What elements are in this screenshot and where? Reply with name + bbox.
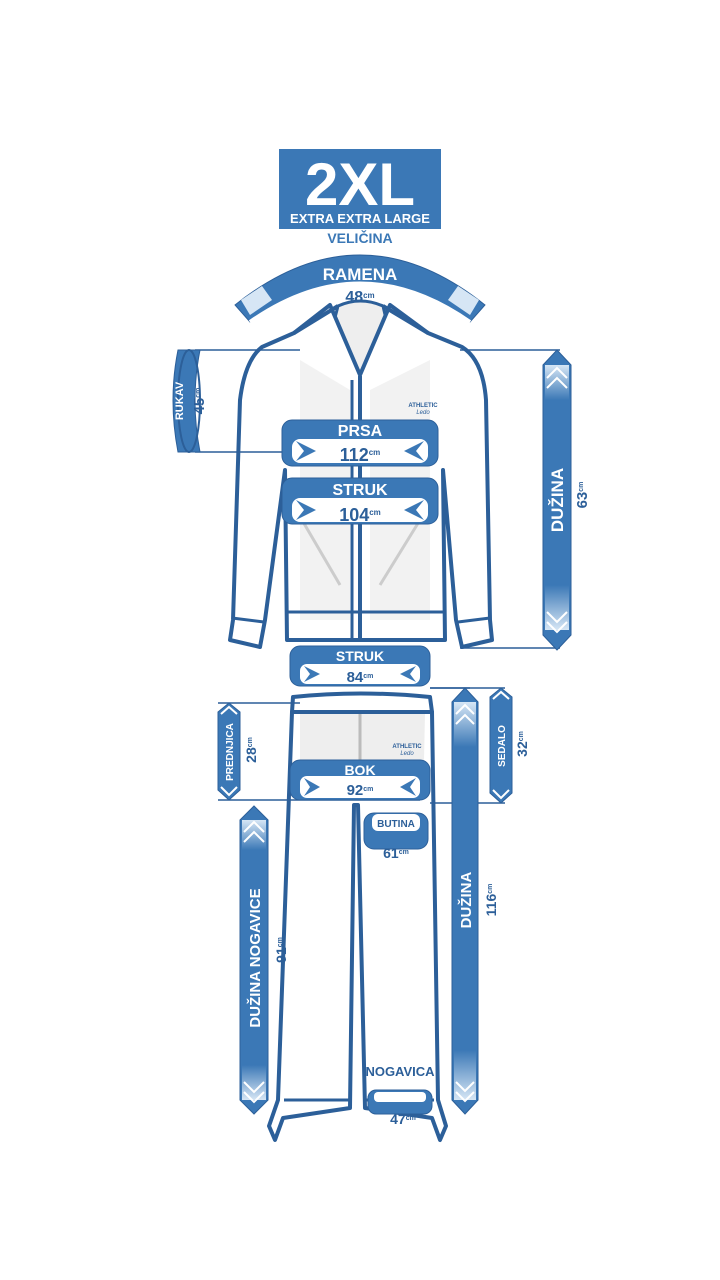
hip-label: BOK [344, 762, 375, 778]
back-rise-value: 32cm [514, 731, 530, 757]
pants-length-measure: DUŽINA 116cm [451, 687, 499, 1115]
sleeve-value: 45cm [191, 388, 208, 415]
front-rise-value: 28cm [243, 737, 259, 763]
brand-logo-pants-line1: ATHLETIC [392, 744, 422, 750]
pants-waist-measure: STRUK 84cm [289, 645, 431, 687]
shoulder-chevron-left [241, 286, 272, 315]
brand-logo-pants: ATHLETIC Ledo [392, 744, 422, 757]
inseam-value: 91cm [273, 937, 289, 963]
front-rise-label: PREDNJICA [225, 723, 236, 781]
shoulder-value: 48cm [345, 289, 374, 306]
thigh-label: BUTINA [377, 819, 415, 830]
chest-value: 112cm [340, 445, 381, 465]
leg-opening-measure: NOGAVICA 47cm [365, 1064, 435, 1127]
leg-opening-value: 47cm [390, 1111, 416, 1127]
pants-waist-label: STRUK [336, 648, 384, 664]
size-caption: VELIČINA [327, 229, 392, 246]
front-rise-measure: PREDNJICA 28cm [217, 702, 259, 801]
brand-logo-pants-line2: Ledo [400, 751, 414, 757]
sleeve-label: RUKAV [174, 381, 186, 420]
shoulder-chevron-right [448, 286, 479, 315]
hip-value: 92cm [347, 782, 374, 799]
inseam-label: DUŽINA NOGAVICE [246, 888, 264, 1027]
brand-logo-line1: ATHLETIC [408, 403, 438, 409]
size-code: 2XL [305, 151, 415, 218]
jacket-waist-label: STRUK [332, 482, 388, 499]
size-name: EXTRA EXTRA LARGE [290, 211, 430, 226]
jacket-length-value: 63cm [574, 482, 591, 509]
back-rise-label: SEDALO [497, 725, 508, 767]
chest-measure: PRSA 112cm [281, 419, 439, 467]
jacket-waist-value: 104cm [339, 505, 381, 525]
thigh-measure: BUTINA 61cm [363, 812, 429, 861]
jacket-length-measure: DUŽINA 63cm [542, 349, 591, 651]
jacket-waist-measure: STRUK 104cm [281, 477, 439, 525]
pants-length-value: 116cm [483, 884, 499, 917]
size-badge [279, 149, 441, 229]
sleeve-measure: RUKAV 45cm [172, 349, 208, 453]
size-header: 2XL EXTRA EXTRA LARGE VELIČINA [279, 149, 441, 246]
shoulder-measure: RAMENA 48cm [234, 254, 486, 324]
pants-length-label: DUŽINA [457, 872, 475, 929]
shoulder-label: RAMENA [323, 265, 398, 284]
jacket-length-label: DUŽINA [548, 468, 567, 532]
thigh-value: 61cm [383, 845, 409, 861]
chest-label: PRSA [338, 423, 383, 440]
inseam-measure: DUŽINA NOGAVICE 91cm [239, 805, 289, 1115]
hip-measure: BOK 92cm [289, 759, 431, 801]
back-rise-measure: SEDALO 32cm [489, 687, 530, 804]
jacket-illustration [228, 299, 494, 649]
leg-opening-label: NOGAVICA [365, 1064, 435, 1079]
pants-waist-value: 84cm [347, 669, 374, 686]
brand-logo-line2: Ledo [416, 410, 430, 416]
brand-logo-jacket: ATHLETIC Ledo [408, 403, 438, 416]
